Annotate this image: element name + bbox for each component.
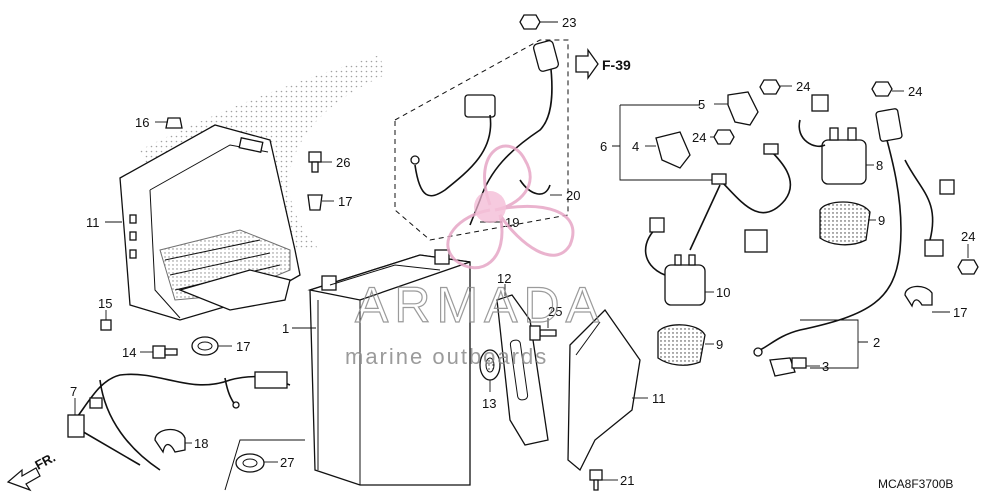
watermark-brand: ARMADA: [355, 277, 605, 333]
callout-17: 16: [135, 115, 149, 130]
callout-24-c: 24: [908, 84, 922, 99]
battery: [307, 249, 471, 486]
nut-24-d: [713, 129, 735, 145]
callout-8: 8: [876, 158, 883, 173]
bolt-3: [769, 357, 807, 377]
callout-12: 11: [652, 391, 666, 406]
callout-16: 15: [98, 296, 112, 311]
wire-harness-6: [689, 143, 792, 251]
watermark-tagline: marine outboards: [345, 344, 548, 369]
clamp-18: [904, 285, 933, 308]
clamp-20: [154, 428, 186, 454]
cap-5: [727, 91, 759, 126]
callout-11: 11: [86, 215, 100, 230]
callout-24: 23: [562, 15, 576, 30]
harness-7: [67, 371, 291, 471]
clamp-27: [224, 439, 305, 491]
watermark-logo-mark: [446, 144, 575, 270]
callout-25: 25: [548, 304, 562, 319]
callout-9-a: 9: [878, 213, 885, 228]
callout-20: 18: [194, 436, 208, 451]
callout-4: 4: [632, 139, 639, 154]
bolt-25: [529, 325, 557, 341]
callout-13: 12: [497, 271, 511, 286]
rubber-mount-9b: [657, 324, 706, 366]
callout-9-b: 9: [716, 337, 723, 352]
cable-2: [753, 108, 955, 357]
callout-14: 13: [482, 396, 496, 411]
grommet-17a: [165, 117, 183, 129]
relay-10: [644, 217, 768, 306]
callouts: 23 16 26 17 11 15 14 17 7 18 27 1: [70, 15, 975, 488]
callout-1: 1: [282, 321, 289, 336]
callout-24-e: 24: [961, 229, 975, 244]
front-direction-arrow: FR.: [6, 450, 58, 492]
nut-24-b: [759, 79, 781, 95]
nut-24-e: [957, 259, 979, 275]
clamp-19: [191, 336, 219, 356]
callout-23: 21: [620, 473, 634, 488]
callout-2: 2: [873, 335, 880, 350]
callout-10: 10: [716, 285, 730, 300]
bolt-23: [589, 469, 603, 491]
callout-22: 20: [566, 188, 580, 203]
callout-17-second: 17: [338, 194, 352, 209]
watermark: ARMADA marine outboards: [345, 144, 605, 369]
nut-24-a: [519, 14, 541, 30]
callout-24-b: 24: [796, 79, 810, 94]
callout-3: 3: [822, 359, 829, 374]
callout-26: 26: [336, 155, 350, 170]
bolt-15: [152, 345, 178, 359]
cover-12: [567, 308, 641, 472]
cap-4: [655, 131, 691, 169]
rubber-mount-9a: [819, 201, 871, 246]
relay-8: [798, 94, 867, 185]
nut-24-c: [871, 81, 893, 97]
reference-label: F-39: [602, 57, 631, 73]
grommet-17b: [307, 194, 323, 211]
callout-6: 6: [600, 139, 607, 154]
callout-7: 7: [70, 384, 77, 399]
bolt-26: [308, 151, 322, 173]
callout-18: 17: [953, 305, 967, 320]
cable-detail-box: [394, 39, 569, 241]
reference-arrow-f39: F-39: [575, 47, 631, 81]
nut-16: [100, 319, 112, 331]
callout-19: 17: [236, 339, 250, 354]
battery-case: [119, 124, 301, 321]
diagram-code: MCA8F3700B: [878, 477, 953, 491]
callout-15: 14: [122, 345, 136, 360]
callout-24-d: 24: [692, 130, 706, 145]
grommet-14: [479, 349, 501, 381]
callout-27: 27: [280, 455, 294, 470]
callout-5: 5: [698, 97, 705, 112]
bracket-13: [496, 294, 549, 446]
